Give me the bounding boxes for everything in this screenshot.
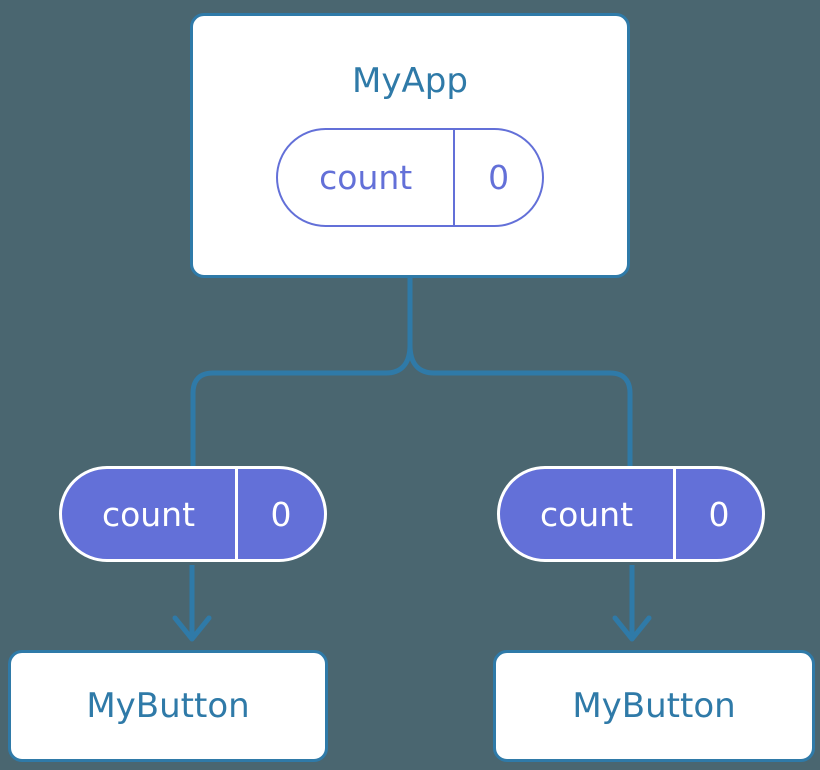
root-component-label: MyApp [352,61,468,101]
store-left-value: 0 [235,469,324,559]
store-left-key: count [101,494,196,534]
branch-connector-left [190,344,413,466]
root-component-node[interactable]: MyApp count 0 [190,13,630,278]
store-pill-left[interactable]: count 0 [59,466,327,562]
store-right-key: count [539,494,634,534]
store-right-value: 0 [673,469,762,559]
store-pill-right[interactable]: count 0 [497,466,765,562]
leaf-component-label-left: MyButton [86,686,250,726]
branch-connector-right [407,344,633,466]
arrowhead-right [612,615,652,642]
root-state-value: 0 [453,130,542,225]
root-state-key: count [319,158,413,197]
leaf-component-label-right: MyButton [572,686,736,726]
root-state-pill[interactable]: count 0 [276,128,544,227]
arrowhead-left [172,615,212,642]
leaf-component-node-left[interactable]: MyButton [8,650,328,762]
leaf-component-node-right[interactable]: MyButton [493,650,815,762]
